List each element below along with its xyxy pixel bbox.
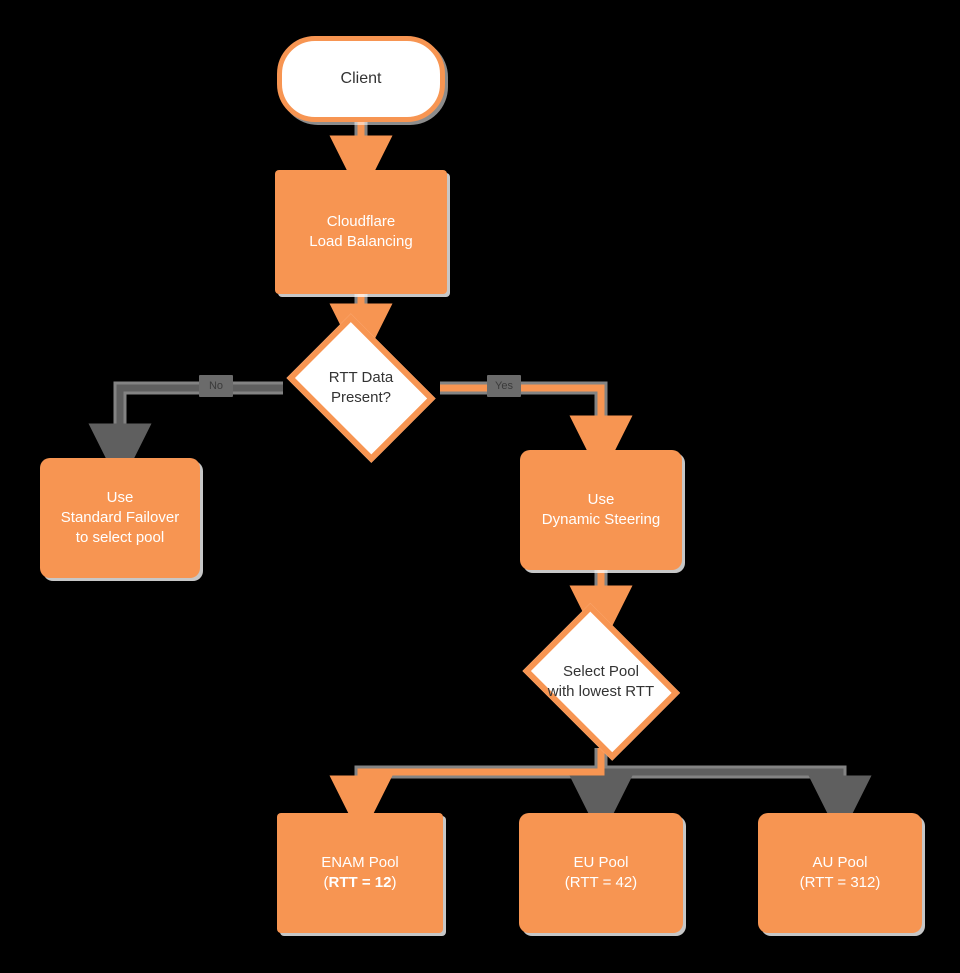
node-enam-pool-label: ENAM Pool (RTT = 12) xyxy=(321,853,399,893)
node-au-pool-label: AU Pool (RTT = 312) xyxy=(800,853,881,893)
edge-select-to-au-pool xyxy=(601,768,872,839)
edge-label-yes: Yes xyxy=(487,375,521,397)
node-client[interactable]: Client xyxy=(277,36,445,122)
node-standard-failover-line1: Use xyxy=(106,489,134,506)
node-load-balancing[interactable]: Cloudflare Load Balancing xyxy=(275,170,447,294)
node-standard-failover[interactable]: Use Standard Failover to select pool xyxy=(40,458,200,578)
node-enam-pool-line1: ENAM Pool xyxy=(321,854,399,871)
node-rtt-decision-line1: RTT Data xyxy=(328,369,394,386)
node-enam-pool-paren-close: ) xyxy=(391,874,397,891)
node-client-label: Client xyxy=(340,70,382,87)
node-load-balancing-label: Cloudflare Load Balancing xyxy=(309,212,412,252)
node-standard-failover-line3: to select pool xyxy=(75,529,165,546)
node-au-pool-line1: AU Pool xyxy=(812,854,868,871)
node-rtt-decision[interactable]: RTT Data Present? xyxy=(278,313,444,463)
node-standard-failover-label: Use Standard Failover to select pool xyxy=(61,488,179,548)
edge-select-to-enam-pool xyxy=(329,748,605,839)
node-select-pool-line1: Select Pool xyxy=(563,663,639,680)
node-select-pool-label: Select Pool with lowest RTT xyxy=(548,662,654,702)
node-select-pool[interactable]: Select Pool with lowest RTT xyxy=(513,603,689,761)
node-au-pool[interactable]: AU Pool (RTT = 312) xyxy=(758,813,922,933)
node-eu-pool-label: EU Pool (RTT = 42) xyxy=(565,853,637,893)
node-load-balancing-line1: Cloudflare xyxy=(326,213,396,230)
node-rtt-decision-line2: Present? xyxy=(330,389,392,406)
node-dynamic-steering-label: Use Dynamic Steering xyxy=(542,490,660,530)
node-load-balancing-line2: Load Balancing xyxy=(309,233,413,250)
edge-muted-group xyxy=(88,384,872,839)
node-dynamic-steering[interactable]: Use Dynamic Steering xyxy=(520,450,682,570)
node-enam-pool-paren-open: ( xyxy=(323,874,329,891)
node-dynamic-steering-line2: Dynamic Steering xyxy=(541,511,661,528)
edge-label-no: No xyxy=(199,375,233,397)
node-dynamic-steering-line1: Use xyxy=(587,491,615,508)
node-au-pool-line2: (RTT = 312) xyxy=(799,874,881,891)
node-enam-pool[interactable]: ENAM Pool (RTT = 12) xyxy=(277,813,443,933)
node-eu-pool-line2: (RTT = 42) xyxy=(564,874,638,891)
edge-halo-group xyxy=(113,122,847,812)
edge-decision-to-standard-failover xyxy=(88,384,283,487)
node-rtt-decision-label: RTT Data Present? xyxy=(329,368,393,408)
node-standard-failover-line2: Standard Failover xyxy=(60,509,180,526)
node-enam-pool-rtt-value: RTT = 12 xyxy=(328,874,392,891)
node-eu-pool[interactable]: EU Pool (RTT = 42) xyxy=(519,813,683,933)
node-eu-pool-line1: EU Pool xyxy=(573,854,629,871)
node-select-pool-line2: with lowest RTT xyxy=(547,683,655,700)
node-enam-pool-line2: (RTT = 12) xyxy=(321,873,399,893)
